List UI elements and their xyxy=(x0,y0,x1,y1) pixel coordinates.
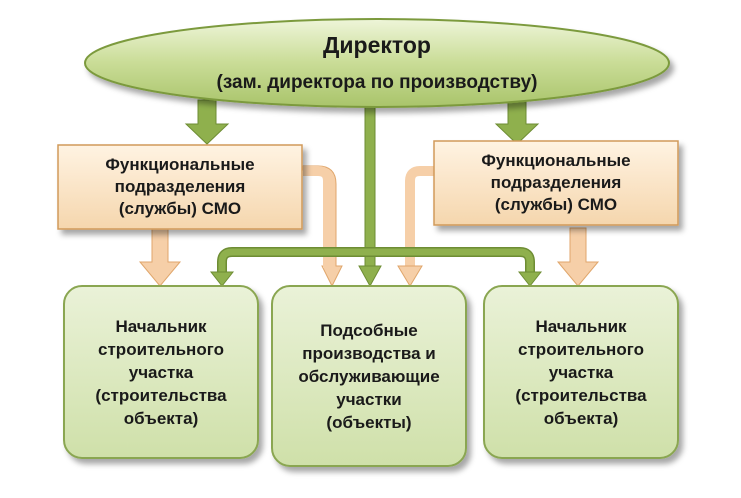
functional-services-right: Функциональные подразделения (службы) СМ… xyxy=(433,140,679,226)
director-subtitle: (зам. директора по производству) xyxy=(217,72,538,93)
site-right-line-4: (строительства xyxy=(515,386,647,405)
site-chief-left: Начальник строительного участка (строите… xyxy=(63,285,259,459)
site-left-line-5: объекта) xyxy=(124,409,198,428)
functional-left-line-2: подразделения xyxy=(115,177,246,196)
site-right-line-1: Начальник xyxy=(535,317,627,336)
trunk-line xyxy=(364,97,376,267)
director-title: Директор xyxy=(323,32,431,58)
subsidiary-line-4: участки xyxy=(336,390,402,409)
site-chief-right: Начальник строительного участка (строите… xyxy=(483,285,679,459)
site-right-line-2: строительного xyxy=(518,340,644,359)
site-left-line-1: Начальник xyxy=(115,317,207,336)
functional-right-line-3: (службы) СМО xyxy=(495,195,617,214)
site-right-line-3: участка xyxy=(549,363,614,382)
arrow-head-subsidiary xyxy=(358,265,382,288)
arrow-service-right-to-site-right xyxy=(556,227,600,287)
site-left-line-2: строительного xyxy=(98,340,224,359)
arrow-head-site-left xyxy=(209,271,235,287)
functional-left-line-3: (службы) СМО xyxy=(119,199,241,218)
subsidiary-line-5: (объекты) xyxy=(326,413,411,432)
arrow-director-to-service-left xyxy=(184,99,230,145)
subsidiary-line-1: Подсобные xyxy=(320,321,418,340)
subsidiary-line-3: обслуживающие xyxy=(298,367,439,386)
subsidiary-production: Подсобные производства и обслуживающие у… xyxy=(271,285,467,467)
site-right-line-5: объекта) xyxy=(544,409,618,428)
arrow-director-to-service-right xyxy=(494,99,540,145)
arrow-head-site-right xyxy=(517,271,543,287)
functional-services-left: Функциональные подразделения (службы) СМ… xyxy=(57,144,303,230)
site-left-line-4: (строительства xyxy=(95,386,227,405)
functional-right-line-2: подразделения xyxy=(491,173,622,192)
arrow-service-left-to-subsidiary xyxy=(302,165,343,288)
green-connectors xyxy=(184,97,543,288)
arrow-service-right-to-subsidiary xyxy=(405,166,436,268)
director-node: Директор (зам. директора по производству… xyxy=(84,18,670,108)
functional-left-line-1: Функциональные xyxy=(105,155,254,174)
site-left-line-3: участка xyxy=(129,363,194,382)
arrow-service-left-to-site-left xyxy=(138,227,182,287)
subsidiary-line-2: производства и xyxy=(302,344,436,363)
functional-right-line-1: Функциональные xyxy=(481,151,630,170)
